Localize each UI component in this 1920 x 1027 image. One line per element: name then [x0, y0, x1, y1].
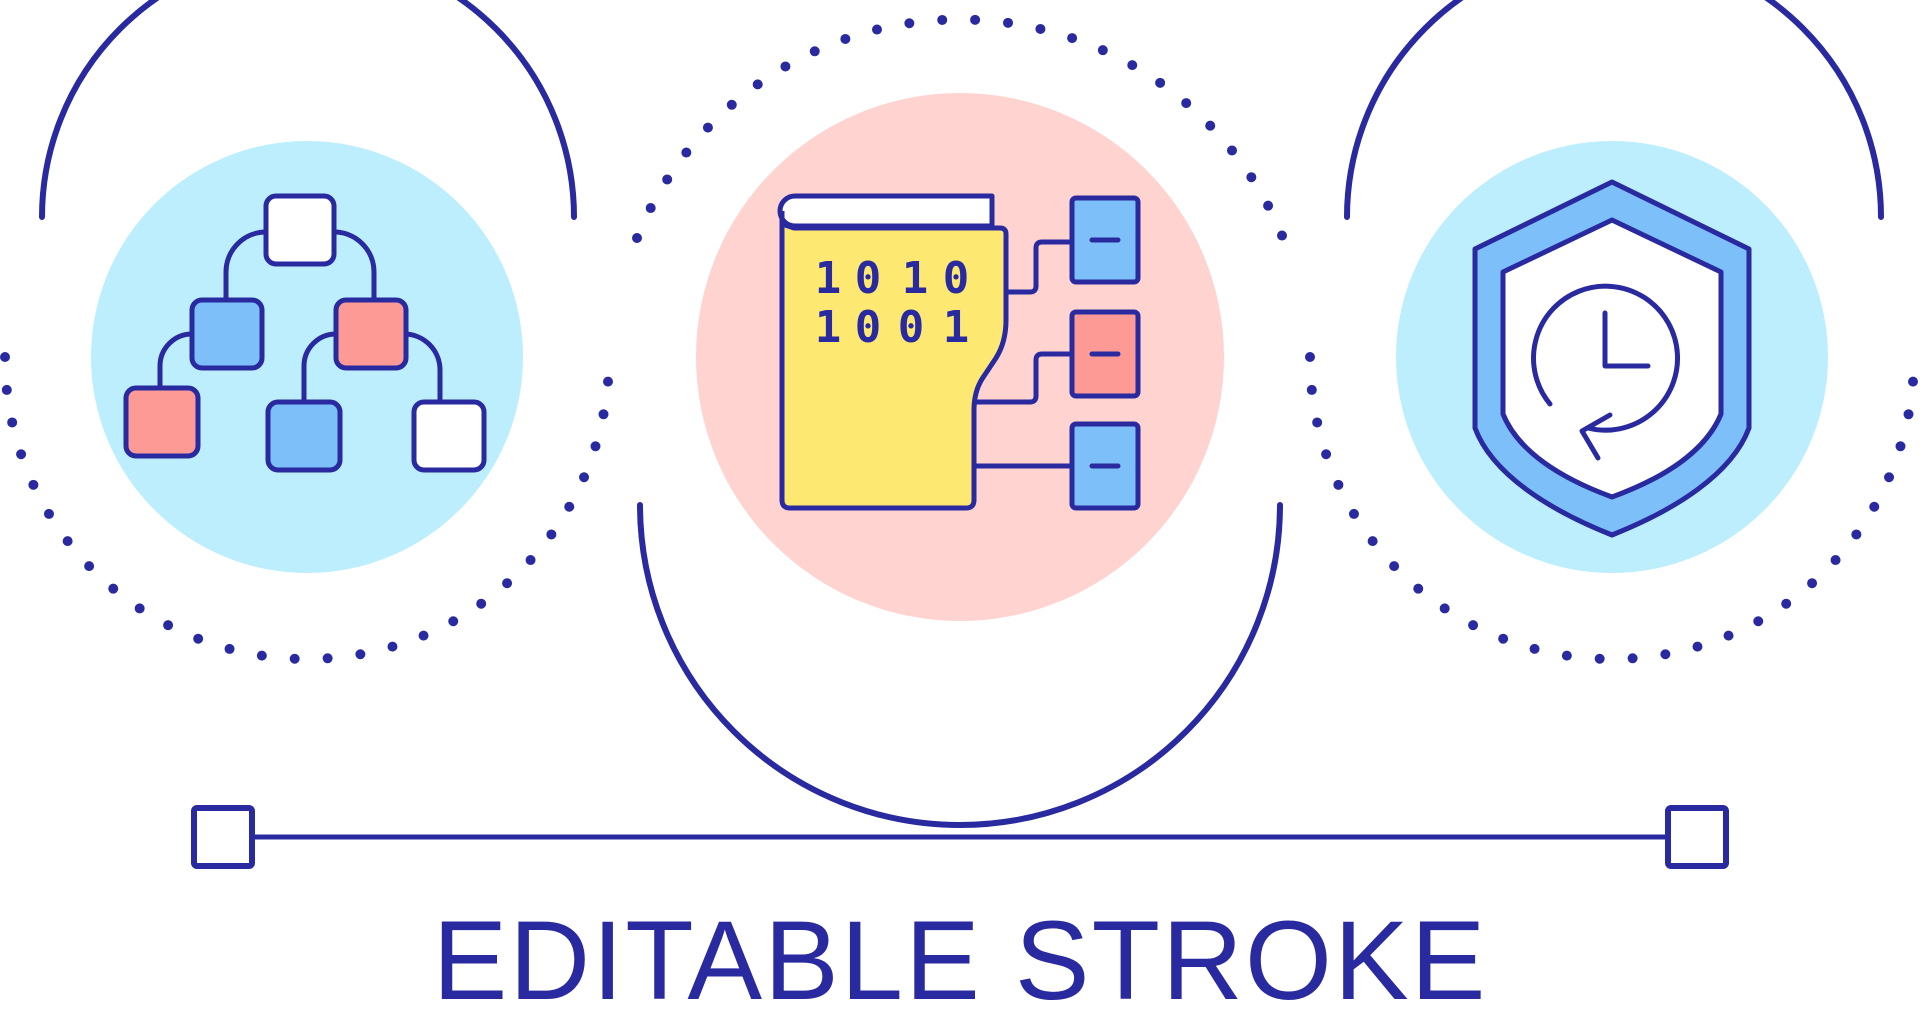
- tree-root-node: [263, 193, 337, 267]
- left-top-arc: [39, 0, 577, 220]
- book-cover: [779, 221, 1009, 511]
- binary-digit: 0: [855, 302, 882, 353]
- binary-digit: 0: [943, 253, 970, 304]
- binary-digit: 1: [815, 302, 842, 353]
- binary-digit: 1: [943, 302, 970, 353]
- book-top-page: [777, 193, 995, 229]
- shield-inner: [1500, 217, 1724, 500]
- decision-tree-icon: [0, 0, 614, 664]
- binary-digit: 0: [898, 302, 925, 353]
- tree-leaf-red: [123, 385, 201, 459]
- center-dotted-arc: [632, 14, 1288, 243]
- tree-node-blue: [189, 297, 265, 371]
- binary-digit: 1: [815, 253, 842, 304]
- tree-leaf-white: [411, 399, 487, 473]
- right-top-arc: [1344, 0, 1884, 220]
- caption-text: EDITABLE STROKE: [432, 898, 1488, 1023]
- binary-digit: 1: [902, 253, 929, 304]
- tree-node-red: [333, 297, 409, 371]
- stroke-handle-right: [1665, 805, 1729, 869]
- tree-leaf-blue: [265, 399, 343, 473]
- stroke-handle-left: [191, 805, 255, 869]
- shield-clock-icon: [1305, 0, 1919, 664]
- editable-stroke-line-icon: [191, 805, 1729, 869]
- center-bottom-arc: [637, 502, 1283, 828]
- clock-arrow-circle: [1531, 283, 1680, 433]
- binary-book-icon: 1 0 1 0 1 0 0 1: [632, 14, 1288, 828]
- binary-digit: 0: [855, 253, 882, 304]
